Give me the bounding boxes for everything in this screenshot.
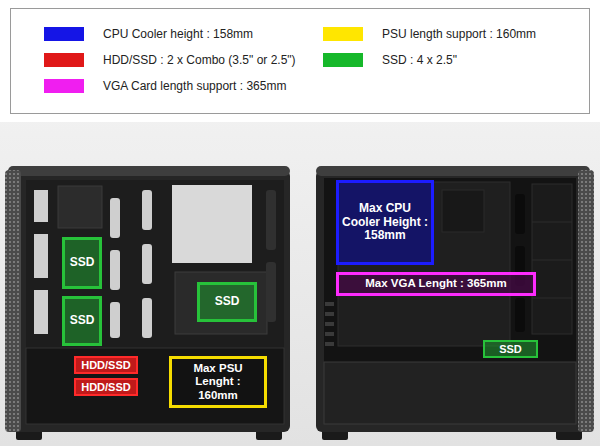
cable-slot	[34, 234, 48, 278]
expansion-slot	[325, 312, 334, 316]
legend-swatch	[44, 27, 84, 41]
cable-slot	[142, 298, 152, 338]
ssd-callout-box: SSD	[62, 296, 102, 346]
case-body	[316, 170, 590, 432]
legend-item: VGA Card length support : 365mm	[44, 79, 286, 93]
cable-slot	[142, 244, 152, 284]
bay-divider	[532, 222, 572, 223]
psu-shroud	[324, 362, 576, 424]
psu-callout-box: Max PSU Lenght : 160mm	[169, 356, 267, 408]
cable-slot	[110, 198, 120, 238]
callout-label: SSD	[70, 256, 95, 270]
legend-item: PSU length support : 160mm	[323, 27, 536, 41]
legend-label: VGA Card length support : 365mm	[103, 79, 286, 93]
panel-slot	[266, 262, 276, 322]
legend-swatch	[44, 79, 84, 93]
legend-swatch	[44, 53, 84, 67]
cable-slot	[142, 190, 152, 230]
ssd-callout-box: SSD	[62, 237, 102, 289]
psu-area	[26, 348, 284, 424]
bay-divider	[532, 260, 572, 261]
expansion-slot	[325, 302, 334, 306]
cable-slot	[34, 190, 48, 222]
legend-label: PSU length support : 160mm	[382, 27, 536, 41]
drive-plate	[175, 272, 267, 334]
legend-item: CPU Cooler height : 158mm	[44, 27, 253, 41]
callout-label: Max CPU Cooler Height : 158mm	[341, 202, 429, 243]
front-mesh	[578, 170, 594, 432]
expansion-slot	[325, 332, 334, 336]
legend-item: HDD/SSD : 2 x Combo (3.5" or 2.5")	[44, 53, 296, 67]
grommet	[515, 298, 525, 332]
hdd-callout-box: HDD/SSD	[74, 356, 138, 374]
case-body	[8, 170, 290, 432]
callout-label: Max VGA Lenght : 365mm	[365, 277, 506, 290]
expansion-slot	[325, 322, 334, 326]
case-top	[8, 166, 290, 176]
ssd-callout-box: SSD	[197, 282, 257, 322]
legend-swatch	[323, 27, 363, 41]
cable-slot	[110, 302, 120, 338]
cpu-cutout	[172, 185, 252, 263]
case-top	[316, 166, 590, 176]
drive-bay	[532, 184, 572, 334]
cable-slot	[110, 250, 120, 290]
legend-label: CPU Cooler height : 158mm	[103, 27, 253, 41]
right-case	[316, 166, 594, 440]
legend-item: SSD : 4 x 2.5"	[323, 53, 457, 67]
legend-ground	[0, 0, 600, 122]
callout-label: SSD	[215, 295, 240, 309]
ssd-callout-box: SSD	[483, 340, 538, 358]
hdd-callout-box: HDD/SSD	[74, 378, 138, 396]
legend-frame	[11, 9, 590, 114]
legend-label: SSD : 4 x 2.5"	[382, 53, 457, 67]
case-interior	[324, 178, 576, 424]
grommet	[515, 194, 525, 234]
left-case	[5, 166, 290, 440]
callout-label: SSD	[499, 343, 522, 356]
tray-cutout	[442, 190, 484, 232]
expansion-slot	[325, 342, 334, 346]
callout-label: Max PSU Lenght : 160mm	[174, 362, 262, 402]
cable-slot	[34, 290, 48, 334]
vga-callout-box: Max VGA Lenght : 365mm	[336, 272, 536, 296]
cpu-cooler-callout-box: Max CPU Cooler Height : 158mm	[336, 180, 434, 265]
callout-label: SSD	[70, 314, 95, 328]
front-mesh	[5, 170, 21, 432]
panel-slot	[266, 190, 276, 250]
legend-swatch	[323, 53, 363, 67]
bay-divider	[532, 298, 572, 299]
panel-cutout	[58, 186, 102, 228]
callout-label: HDD/SSD	[81, 381, 131, 394]
back-panel	[26, 180, 284, 424]
callout-label: HDD/SSD	[81, 359, 131, 372]
legend-label: HDD/SSD : 2 x Combo (3.5" or 2.5")	[103, 53, 296, 67]
